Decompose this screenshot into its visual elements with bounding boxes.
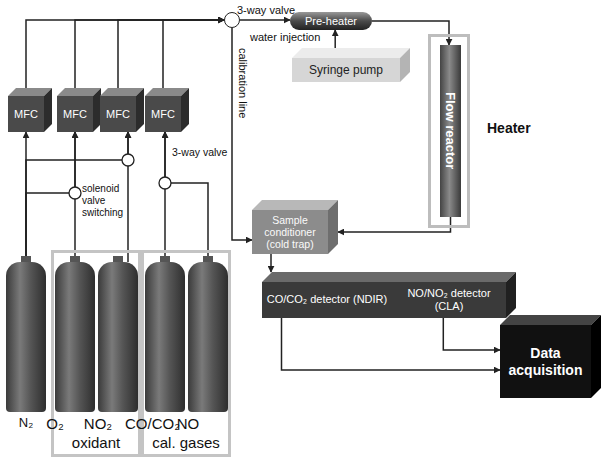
gas-cylinder: NO [188, 262, 228, 412]
flow-connector [127, 132, 129, 262]
annotation-label: 3-way valve [172, 146, 227, 159]
node-text: 3-way valve [237, 4, 295, 16]
flow-connector [240, 19, 290, 21]
node-text: Flow reactor [443, 92, 458, 169]
detector-box: NO/NO₂ detector (CLA) [392, 282, 506, 318]
flow-connector [338, 217, 451, 232]
group-box: cal. gases CO/CO₂NO [141, 250, 231, 457]
flow-connector [282, 318, 501, 370]
syringe-pump: Syringe pump [292, 58, 400, 82]
node-text: MFC [14, 108, 38, 120]
preheater-tube: Pre-heater [290, 12, 372, 30]
node-text: Syringe pump [309, 63, 383, 77]
group-box: oxidant O₂NO₂ [51, 250, 141, 457]
node-text: NO/NO₂ detector (CLA) [392, 287, 506, 313]
node-text: Heater [487, 120, 531, 136]
flow-connector [334, 30, 336, 48]
node-text: MFC [106, 108, 130, 120]
flow-connector [372, 21, 449, 45]
heater-box: HeaterFlow reactor [428, 34, 470, 228]
flow-connector [270, 254, 272, 272]
node-text: MFC [63, 108, 87, 120]
annotation-label: calibration line [236, 48, 249, 118]
solenoid-valve [69, 187, 81, 199]
gas-cylinder: NO₂ [98, 262, 138, 412]
gas-cylinder: N₂ [6, 262, 46, 412]
node-text: N₂ [19, 415, 33, 430]
flow-connector [118, 20, 224, 88]
mfc-box: MFC [8, 96, 44, 132]
data-acquisition-box: Data acquisition [500, 325, 591, 398]
node-text: Data acquisition [500, 345, 591, 379]
flow-connector [26, 20, 224, 88]
node-text: CO/CO₂ detector (NDIR) [267, 293, 387, 306]
detector-box: CO/CO₂ detector (NDIR) [262, 282, 392, 318]
solenoid-valve [122, 154, 134, 166]
flow-connector [75, 20, 224, 88]
node-text: cal. gases [144, 434, 228, 451]
flow-connector [26, 132, 128, 262]
node-text: oxidant [54, 434, 138, 451]
flow-connector [26, 132, 75, 262]
flow-connector [232, 28, 252, 240]
mfc-box: MFC [145, 96, 181, 132]
annotation-label: solenoid valve switching [82, 183, 126, 219]
gas-cylinder: CO/CO₂ [145, 262, 185, 412]
mfc-box: MFC [100, 96, 136, 132]
flow-reactor: Flow reactor [440, 45, 461, 217]
gas-cylinder: O₂ [55, 262, 95, 412]
three-way-valve: 3-way valve [224, 12, 240, 28]
flow-connector [163, 20, 224, 88]
sample-conditioner: Sample conditioner (cold trap) [252, 210, 328, 254]
flow-connector [443, 318, 500, 350]
node-text: MFC [151, 108, 175, 120]
mfc-box: MFC [57, 96, 93, 132]
node-text: Pre-heater [305, 15, 357, 27]
three-way-valve [159, 177, 171, 189]
node-text: Sample conditioner (cold trap) [252, 214, 328, 250]
annotation-label: water injection [250, 31, 320, 44]
